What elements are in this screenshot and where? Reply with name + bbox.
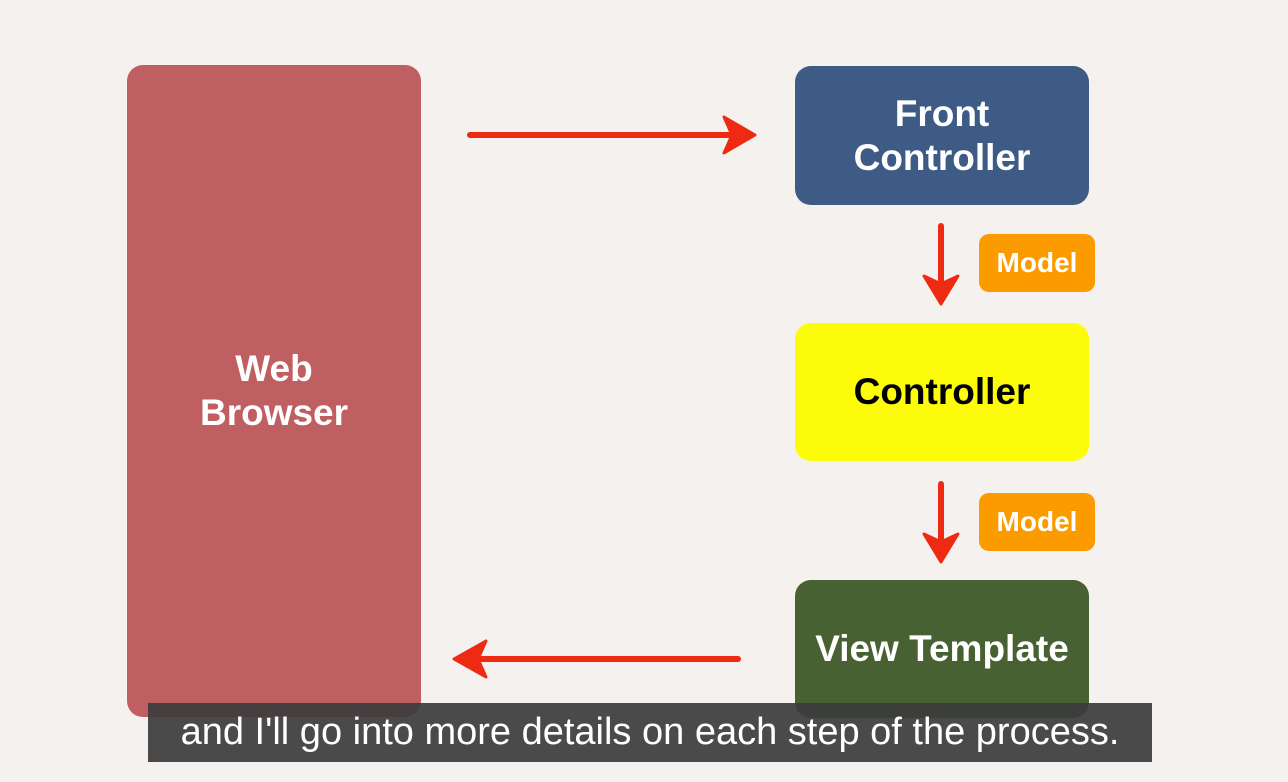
arrow-browser-to-front-controller xyxy=(467,115,757,155)
front-controller-box: Front Controller xyxy=(795,66,1089,205)
web-browser-box: Web Browser xyxy=(127,65,421,717)
arrow-controller-to-view-template xyxy=(922,481,960,564)
subtitle-caption: and I'll go into more details on each st… xyxy=(148,703,1152,762)
model-badge-1: Model xyxy=(979,234,1095,292)
arrow-view-template-to-browser xyxy=(452,639,741,679)
view-template-box: View Template xyxy=(795,580,1089,718)
model-badge-2: Model xyxy=(979,493,1095,551)
arrow-front-controller-to-controller xyxy=(922,223,960,306)
controller-box: Controller xyxy=(795,323,1089,461)
